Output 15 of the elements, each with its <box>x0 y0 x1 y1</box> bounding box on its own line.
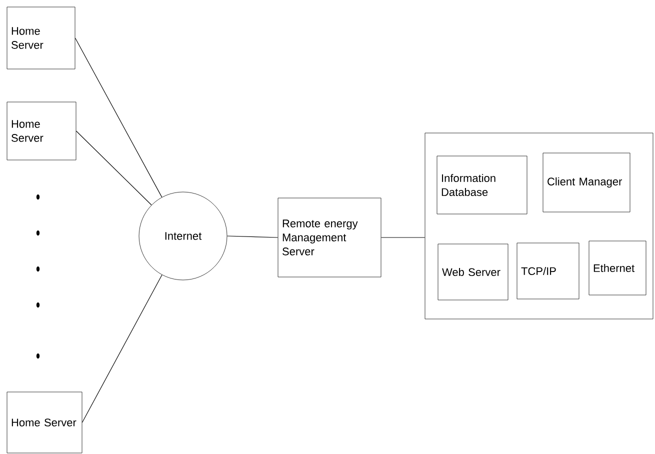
connector-line <box>226 236 278 238</box>
connector-line <box>76 130 152 206</box>
system-box <box>424 132 654 320</box>
server-box: Remote energy Management Server <box>278 198 382 278</box>
connector-line <box>74 38 162 198</box>
component-box: Information Database <box>436 156 528 214</box>
component-box: Web Server <box>438 244 508 300</box>
server-box: Home Server <box>6 102 76 160</box>
component-box: TCP/IP <box>516 242 580 300</box>
server-box: Home Server <box>6 392 82 454</box>
connector-line <box>82 274 162 423</box>
server-box: Home Server <box>6 6 76 70</box>
component-box: Ethernet <box>588 240 646 296</box>
connector-line <box>380 237 426 238</box>
component-box: Client Manager <box>542 152 630 212</box>
